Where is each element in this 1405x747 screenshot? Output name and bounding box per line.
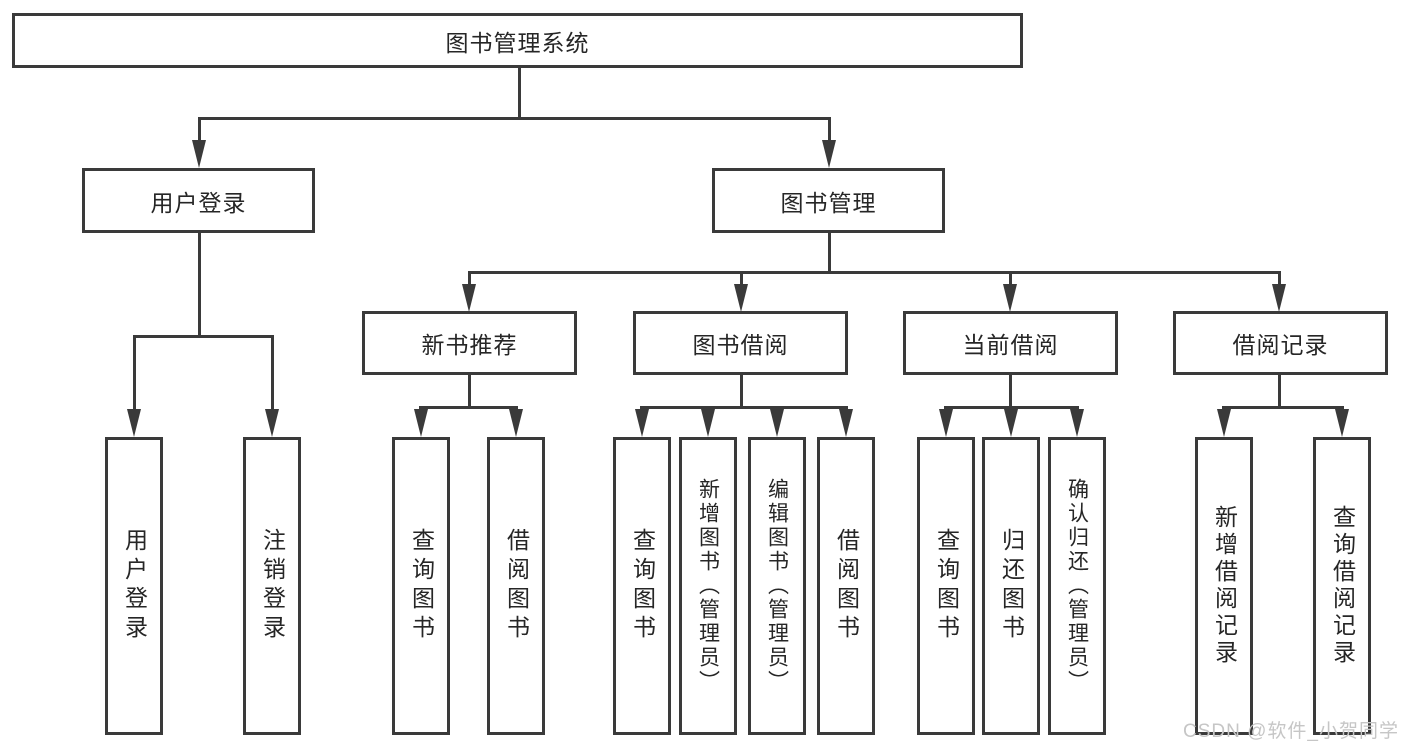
leaf-bb-query-books: 查询图书 — [613, 437, 671, 735]
leaf-cb-confirm-return-admin: 确认归还（管理员） — [1048, 437, 1106, 735]
node-borrow-records: 借阅记录 — [1173, 311, 1388, 375]
connector-borrow-records-bar — [1222, 406, 1344, 409]
arrow-to-borrow-records — [1272, 284, 1286, 312]
node-root-label: 图书管理系统 — [445, 29, 590, 56]
connector-root-stem — [518, 68, 521, 120]
arrow-to-leaf-bb-query — [635, 409, 649, 437]
connector-level3-bar — [468, 271, 1281, 274]
leaf-cb-return-books: 归还图书 — [982, 437, 1040, 735]
node-borrow-records-label: 借阅记录 — [1232, 332, 1329, 358]
connector-new-book-bar — [419, 406, 518, 409]
connector-new-book-stem — [468, 375, 471, 409]
node-user-login: 用户登录 — [82, 168, 315, 233]
arrow-to-leaf-bb-borrow — [839, 409, 853, 437]
connector-borrow-records-stem — [1278, 375, 1281, 409]
node-book-borrow: 图书借阅 — [633, 311, 848, 375]
node-new-book-recommend: 新书推荐 — [362, 311, 577, 375]
connector-current-borrow-stem — [1009, 375, 1012, 409]
leaf-nb-query-books: 查询图书 — [392, 437, 450, 735]
connector-level1-bar — [198, 117, 831, 120]
leaf-br-query-record: 查询借阅记录 — [1313, 437, 1371, 735]
node-book-borrow-label: 图书借阅 — [692, 332, 789, 358]
arrow-to-leaf-bb-add — [701, 409, 715, 437]
arrow-to-leaf-br-add — [1217, 409, 1231, 437]
leaf-cb-query-books: 查询图书 — [917, 437, 975, 735]
connector-book-borrow-bar — [640, 406, 848, 409]
leaf-bb-add-books-admin: 新增图书（管理员） — [679, 437, 737, 735]
arrow-to-book-management — [822, 140, 836, 168]
leaf-cb-return-books-label: 归还图书 — [998, 528, 1025, 644]
node-book-management-label: 图书管理 — [780, 189, 877, 216]
node-user-login-label: 用户登录 — [150, 189, 247, 216]
arrow-to-new-book-recommend — [462, 284, 476, 312]
leaf-logout-label: 注销登录 — [259, 528, 286, 644]
connector-current-borrow-drop — [1009, 274, 1012, 286]
node-book-management: 图书管理 — [712, 168, 945, 233]
leaf-logout: 注销登录 — [243, 437, 301, 735]
connector-book-borrow-stem — [740, 375, 743, 409]
leaf-nb-query-books-label: 查询图书 — [408, 528, 435, 644]
arrow-to-leaf-cb-return — [1004, 409, 1018, 437]
arrow-to-book-borrow — [734, 284, 748, 312]
arrow-to-current-borrow — [1003, 284, 1017, 312]
connector-new-book-drop — [468, 274, 471, 286]
leaf-bb-add-books-admin-label: 新增图书（管理员） — [696, 478, 720, 694]
arrow-to-leaf-nb-query — [414, 409, 428, 437]
connector-current-borrow-bar — [944, 406, 1079, 409]
connector-user-login-stem — [198, 233, 201, 335]
leaf-nb-borrow-books-label: 借阅图书 — [503, 528, 530, 644]
connector-leaf-logout-drop — [271, 338, 274, 411]
connector-user-login-bar — [133, 335, 274, 338]
leaf-bb-query-books-label: 查询图书 — [629, 528, 656, 644]
connector-leaf-login-drop — [133, 338, 136, 411]
arrow-to-leaf-br-query — [1335, 409, 1349, 437]
arrow-to-user-login — [192, 140, 206, 168]
leaf-cb-query-books-label: 查询图书 — [933, 528, 960, 644]
leaf-cb-confirm-return-admin-label: 确认归还（管理员） — [1065, 478, 1089, 694]
csdn-watermark: CSDN @软件_小贺同学 — [1183, 721, 1399, 742]
node-root: 图书管理系统 — [12, 13, 1023, 68]
node-new-book-recommend-label: 新书推荐 — [421, 332, 518, 358]
leaf-br-add-record: 新增借阅记录 — [1195, 437, 1253, 735]
leaf-user-login-label: 用户登录 — [121, 528, 148, 644]
leaf-bb-borrow-books-label: 借阅图书 — [833, 528, 860, 644]
arrow-to-leaf-nb-borrow — [509, 409, 523, 437]
node-current-borrow-label: 当前借阅 — [962, 332, 1059, 358]
connector-book-mgmt-drop — [828, 120, 831, 142]
leaf-bb-edit-books-admin: 编辑图书（管理员） — [748, 437, 806, 735]
leaf-nb-borrow-books: 借阅图书 — [487, 437, 545, 735]
arrow-to-leaf-logout — [265, 409, 279, 437]
arrow-to-leaf-login — [127, 409, 141, 437]
arrow-to-leaf-bb-edit — [770, 409, 784, 437]
leaf-user-login: 用户登录 — [105, 437, 163, 735]
connector-borrow-records-drop — [1278, 274, 1281, 286]
connector-book-mgmt-stem — [828, 233, 831, 271]
leaf-bb-borrow-books: 借阅图书 — [817, 437, 875, 735]
node-current-borrow: 当前借阅 — [903, 311, 1118, 375]
connector-book-borrow-drop — [740, 274, 743, 286]
connector-user-login-drop — [198, 120, 201, 142]
leaf-br-query-record-label: 查询借阅记录 — [1329, 505, 1356, 667]
leaf-bb-edit-books-admin-label: 编辑图书（管理员） — [765, 478, 789, 694]
leaf-br-add-record-label: 新增借阅记录 — [1211, 505, 1238, 667]
arrow-to-leaf-cb-query — [939, 409, 953, 437]
arrow-to-leaf-cb-confirm — [1070, 409, 1084, 437]
